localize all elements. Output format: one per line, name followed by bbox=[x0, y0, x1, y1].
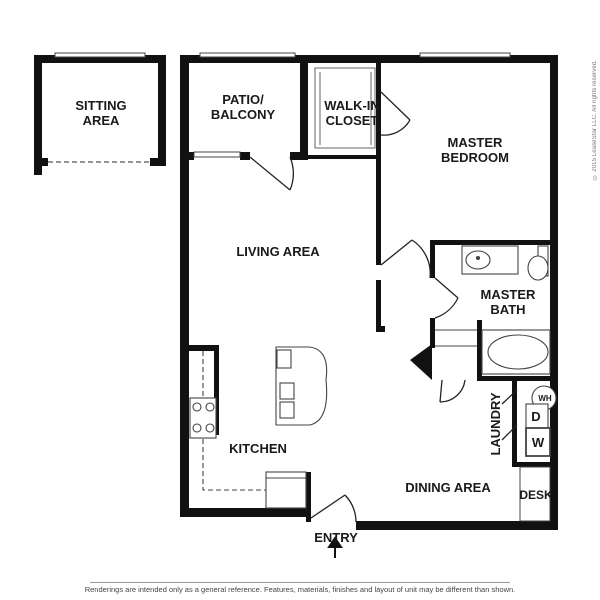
island-sink-right bbox=[279, 401, 295, 419]
toilet-icon bbox=[527, 255, 549, 281]
label-master-bedroom: MASTER bbox=[448, 135, 504, 150]
copyright-notice: © 2015 LeaseStar LLC. All rights reserve… bbox=[592, 60, 598, 180]
doors bbox=[249, 91, 518, 523]
label-sitting-area-2: AREA bbox=[83, 113, 120, 128]
kitchen-fixtures bbox=[189, 346, 328, 509]
label-washer: W bbox=[532, 435, 545, 450]
washer-icon bbox=[525, 427, 551, 457]
label-closet: WALK-IN bbox=[324, 98, 380, 113]
label-kitchen: KITCHEN bbox=[229, 441, 287, 456]
pantry-icon bbox=[265, 471, 307, 509]
tub-basin-icon bbox=[487, 334, 549, 370]
label-entry: ENTRY bbox=[314, 530, 358, 545]
label-patio-2: BALCONY bbox=[211, 107, 276, 122]
label-master-bath: MASTER bbox=[481, 287, 537, 302]
island-sink-left bbox=[279, 382, 295, 400]
laundry-appliances bbox=[525, 385, 557, 457]
label-closet-2: CLOSET bbox=[326, 113, 379, 128]
label-master-bedroom-2: BEDROOM bbox=[441, 150, 509, 165]
label-dryer: D bbox=[531, 409, 540, 424]
label-laundry: LAUNDRY bbox=[488, 392, 503, 455]
disclaimer-text: Renderings are intended only as a genera… bbox=[84, 585, 516, 594]
walls bbox=[34, 55, 558, 530]
label-sitting-area: SITTING bbox=[75, 98, 126, 113]
label-dining-area: DINING AREA bbox=[405, 480, 491, 495]
windows bbox=[54, 52, 511, 158]
closet-shelves bbox=[314, 67, 376, 149]
bath-fixtures bbox=[435, 245, 551, 375]
label-water-heater: WH bbox=[538, 394, 552, 403]
label-master-bath-2: BATH bbox=[490, 302, 525, 317]
entry-arrow-icon bbox=[327, 536, 343, 558]
footer-divider bbox=[90, 582, 510, 583]
desk bbox=[519, 466, 551, 522]
label-desk: DESK bbox=[519, 488, 553, 502]
label-living-area: LIVING AREA bbox=[236, 244, 320, 259]
label-patio: PATIO/ bbox=[222, 92, 264, 107]
